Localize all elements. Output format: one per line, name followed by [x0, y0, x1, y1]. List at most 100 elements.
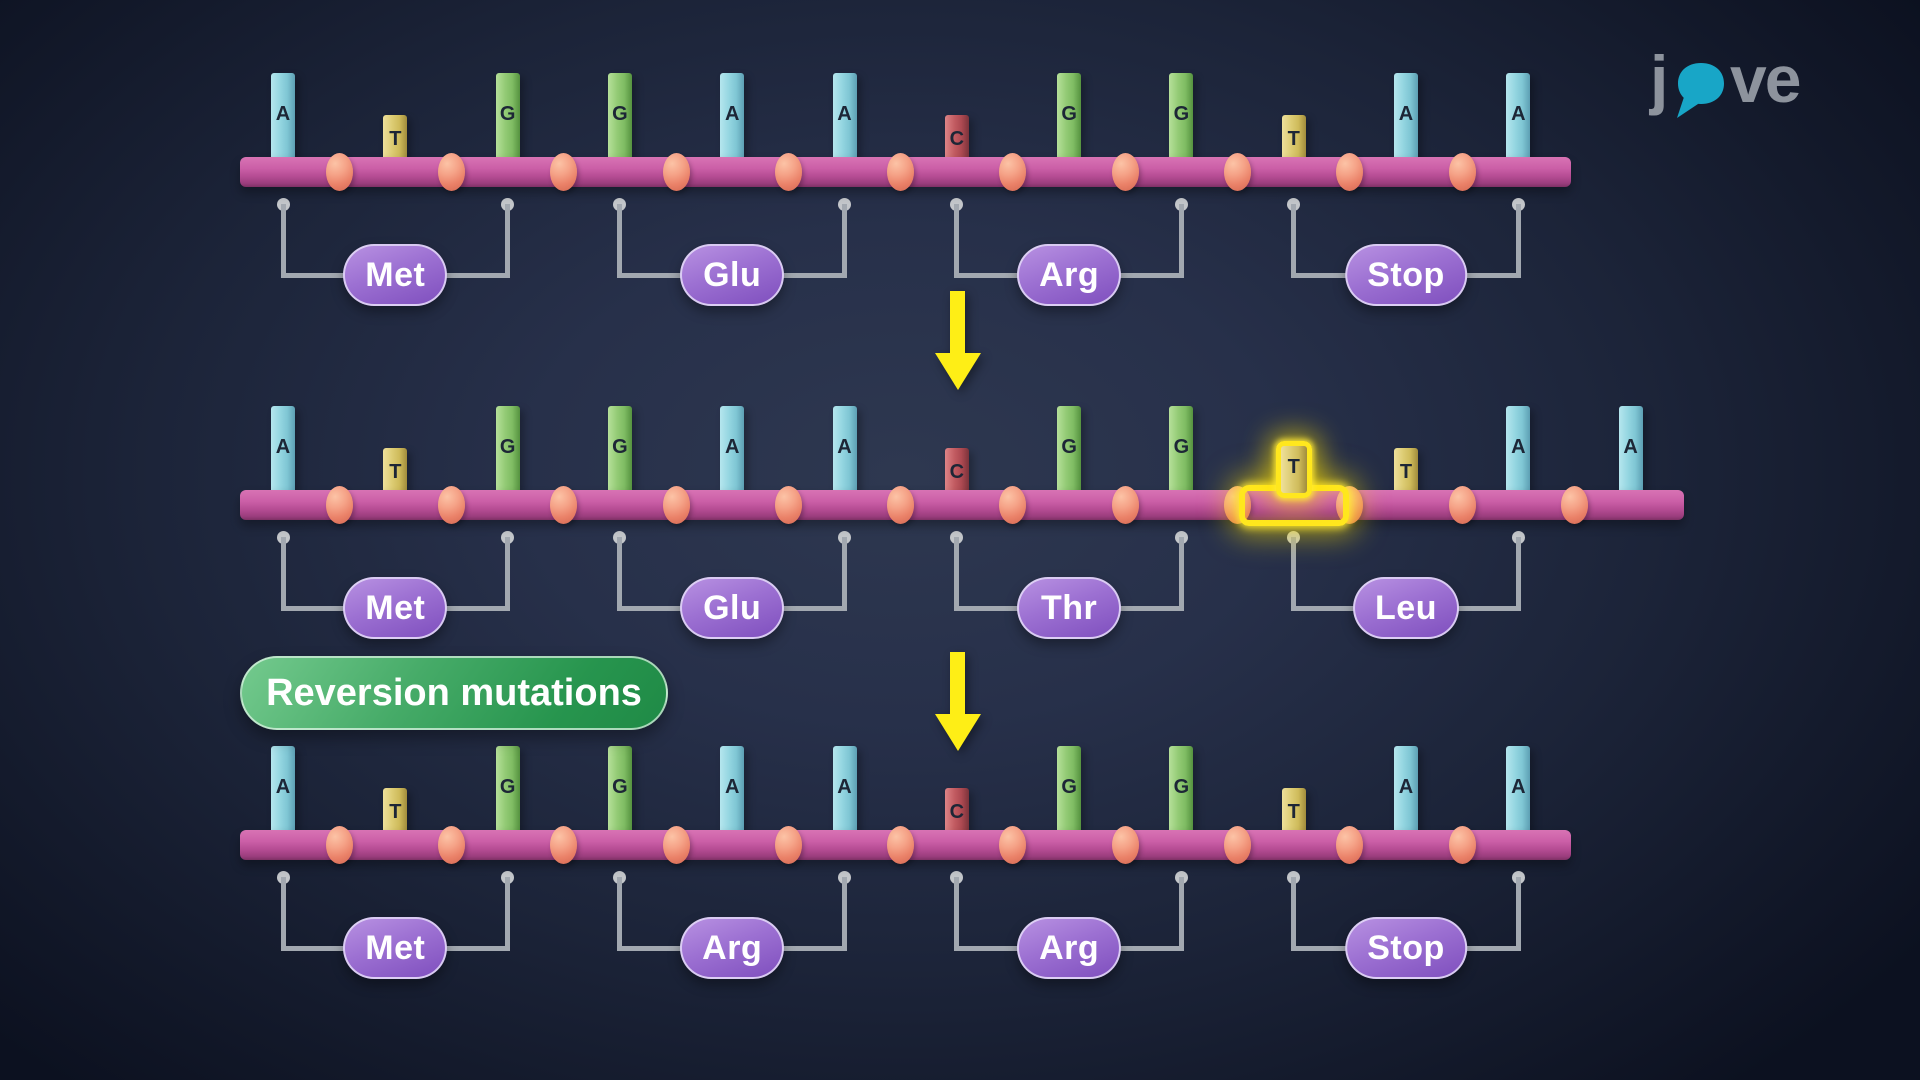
nucleotide-A: A — [720, 73, 745, 163]
nucleotide-G: G — [607, 406, 632, 496]
nucleotide-letter: A — [1511, 103, 1526, 125]
arrow-head — [935, 714, 981, 751]
nucleotide-A: A — [1394, 73, 1418, 163]
backbone-linker-sphere — [325, 153, 353, 191]
codon-bracket-line — [505, 877, 511, 951]
nucleotide-G: G — [607, 73, 632, 163]
backbone-linker-sphere — [662, 826, 690, 864]
nucleotide-letter: T — [1287, 456, 1300, 478]
arrow-shaft — [950, 652, 965, 715]
nucleotide-T: T — [1394, 448, 1418, 496]
codon-bracket-line — [280, 537, 286, 611]
nucleotide-G: G — [495, 73, 520, 163]
nucleotide-letter: G — [612, 776, 628, 798]
backbone-linker-sphere — [325, 486, 353, 524]
nucleotide-letter: G — [499, 103, 516, 125]
nucleotide-letter: A — [1398, 103, 1414, 125]
amino-acid-arg: Arg — [1017, 244, 1122, 306]
nucleotide-letter: G — [499, 436, 516, 458]
backbone-linker-sphere — [1336, 153, 1364, 191]
nucleotide-T: T — [383, 788, 408, 836]
backbone-linker-sphere — [774, 486, 802, 524]
amino-acid-glu: Glu — [680, 577, 785, 639]
amino-acid-arg: Arg — [680, 917, 785, 979]
jove-logo: j ve — [1650, 46, 1850, 130]
nucleotide-G: G — [1169, 406, 1194, 496]
amino-acid-stop: Stop — [1345, 244, 1467, 306]
backbone-linker-sphere — [1448, 486, 1476, 524]
jove-logo-letters-ve: ve — [1730, 42, 1801, 116]
backbone-linker-sphere — [1224, 826, 1252, 864]
dna-backbone — [240, 490, 1684, 520]
backbone-linker-sphere — [1448, 826, 1476, 864]
backbone-linker-sphere — [437, 153, 465, 191]
amino-acid-met: Met — [343, 577, 448, 639]
nucleotide-A: A — [1506, 406, 1531, 496]
nucleotide-G: G — [1169, 746, 1194, 836]
nucleotide-letter: C — [949, 801, 965, 823]
nucleotide-letter: G — [1173, 436, 1190, 458]
codon-bracket-line — [280, 204, 286, 278]
backbone-linker-sphere — [1560, 486, 1588, 524]
nucleotide-letter: G — [1173, 103, 1190, 125]
nucleotide-letter: C — [949, 461, 965, 483]
nucleotide-letter: T — [1399, 461, 1413, 483]
backbone-linker-sphere — [437, 826, 465, 864]
nucleotide-letter: A — [724, 776, 740, 798]
nucleotide-letter: A — [837, 436, 852, 458]
backbone-linker-sphere — [999, 486, 1027, 524]
nucleotide-A: A — [1618, 406, 1643, 496]
nucleotide-letter: A — [724, 436, 740, 458]
codon-bracket-line — [1515, 537, 1521, 611]
nucleotide-A: A — [720, 406, 745, 496]
nucleotide-letter: A — [1511, 776, 1526, 798]
codon-bracket-line — [954, 877, 960, 951]
nucleotide-letter: A — [275, 776, 291, 798]
codon-bracket-line — [842, 204, 847, 278]
nucleotide-letter: G — [1061, 436, 1077, 458]
nucleotide-G: G — [1057, 73, 1082, 163]
nucleotide-letter: T — [389, 128, 402, 150]
codon-bracket-line — [280, 877, 286, 951]
nucleotide-G: G — [607, 746, 632, 836]
nucleotide-letter: A — [275, 436, 291, 458]
nucleotide-T-inserted: T — [1275, 441, 1312, 498]
backbone-linker-sphere — [887, 153, 915, 191]
nucleotide-T: T — [383, 115, 408, 163]
nucleotide-letter: G — [1061, 103, 1077, 125]
nucleotide-A: A — [271, 73, 295, 163]
amino-acid-met: Met — [343, 244, 448, 306]
backbone-linker-sphere — [1111, 486, 1139, 524]
nucleotide-letter: A — [837, 103, 852, 125]
nucleotide-A: A — [832, 406, 857, 496]
nucleotide-C: C — [944, 788, 969, 836]
backbone-linker-sphere — [999, 826, 1027, 864]
jove-logo-letter-j: j — [1650, 42, 1668, 116]
nucleotide-letter: C — [949, 128, 965, 150]
backbone-linker-sphere — [887, 486, 915, 524]
codon-bracket-line — [1291, 877, 1297, 951]
backbone-linker-sphere — [662, 486, 690, 524]
mutation-arrow-down — [935, 291, 981, 391]
nucleotide-letter: A — [1511, 436, 1526, 458]
nucleotide-letter: A — [1623, 436, 1638, 458]
nucleotide-A: A — [720, 746, 745, 836]
reversion-mutations-label: Reversion mutations — [240, 656, 668, 730]
nucleotide-A: A — [271, 746, 295, 836]
codon-bracket-line — [842, 537, 847, 611]
codon-bracket-line — [1291, 537, 1297, 611]
nucleotide-letter: G — [612, 103, 628, 125]
nucleotide-G: G — [495, 406, 520, 496]
reversion-arrow-down — [935, 652, 981, 752]
nucleotide-letter: G — [1173, 776, 1190, 798]
codon-bracket-line — [842, 877, 847, 951]
nucleotide-A: A — [1506, 746, 1531, 836]
nucleotide-A: A — [832, 746, 857, 836]
codon-bracket-line — [1178, 204, 1184, 278]
codon-bracket-line — [1515, 877, 1521, 951]
